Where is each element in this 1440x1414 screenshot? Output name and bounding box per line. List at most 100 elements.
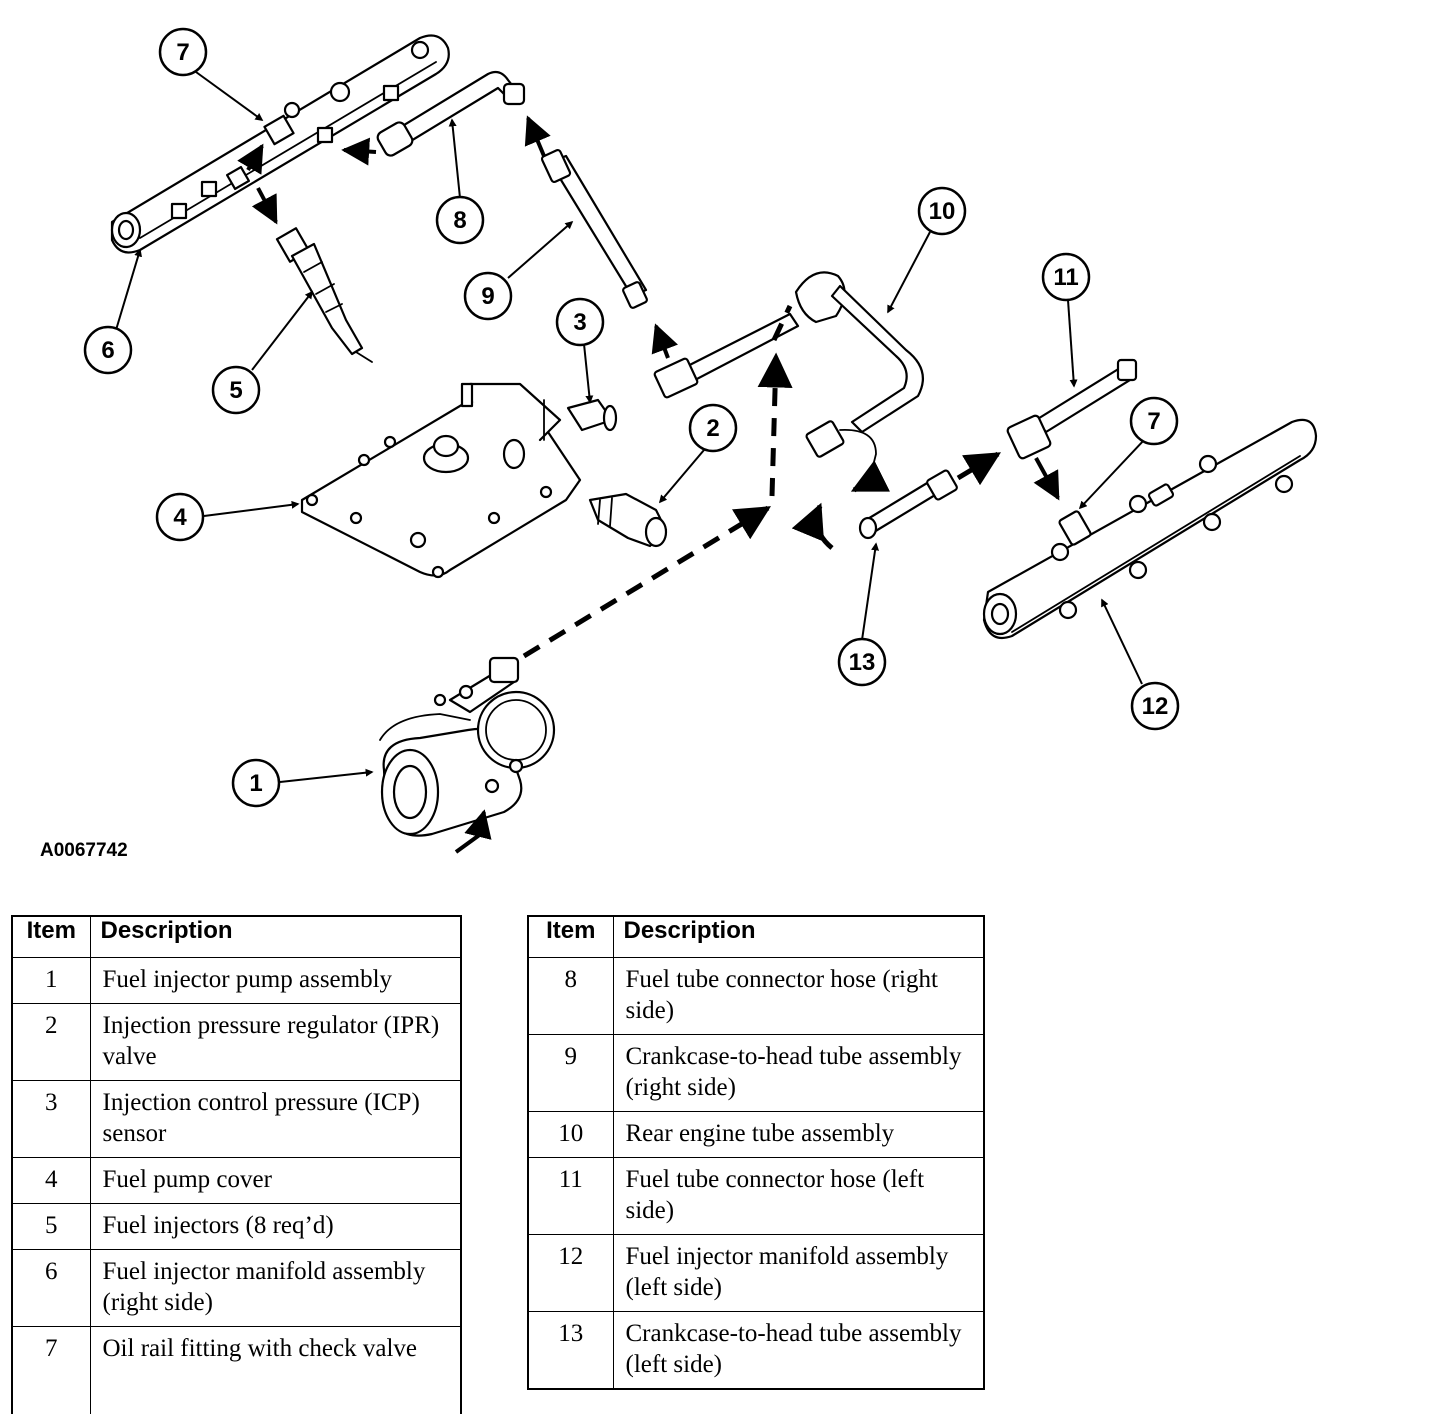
callout-circle [917, 186, 967, 236]
item-description: Fuel injectors (8 req’d) [89, 1203, 462, 1250]
crankcase-to-head-tube-left [858, 469, 958, 540]
item-description: Injection pressure regulator (IPR) valve [89, 1003, 462, 1081]
item-description: Rear engine tube assembly [612, 1111, 985, 1158]
callout-circle [211, 365, 261, 415]
item-description: Crankcase-to-head tube assembly (left si… [612, 1311, 985, 1390]
fuel-system-exploded-diagram: 7 8 10 9 6 5 3 2 11 7 4 13 12 1 [83, 27, 1318, 854]
callout-bubble: 1 [231, 758, 281, 808]
item-number: 12 [527, 1234, 614, 1312]
header-description: Description [89, 915, 462, 958]
item-number: 9 [527, 1034, 614, 1112]
item-description: Injection control pressure (ICP) sensor [89, 1080, 462, 1158]
item-number: 11 [527, 1157, 614, 1235]
callout-bubble: 9 [463, 271, 513, 321]
item-number: 3 [11, 1080, 91, 1158]
callout-circle [837, 637, 887, 687]
callout-number: 11 [1053, 264, 1078, 291]
callout-circle [463, 271, 513, 321]
rear-engine-tube [653, 271, 924, 471]
left-injector-manifold [982, 418, 1318, 640]
callout-number: 7 [1147, 408, 1160, 435]
item-number: 10 [527, 1111, 614, 1158]
callout-bubble: 3 [555, 297, 605, 347]
callout-bubble: 7 [158, 27, 208, 77]
callout-bubble: 11 [1041, 252, 1091, 302]
callout-circle [688, 403, 738, 453]
callout-circle [435, 195, 485, 245]
item-number: 4 [11, 1157, 91, 1204]
callout-number: 9 [481, 283, 494, 310]
callout-number: 7 [176, 39, 189, 66]
callout-number: 10 [929, 198, 956, 225]
fuel-pump-cover [300, 382, 582, 579]
callout-bubble: 8 [435, 195, 485, 245]
item-description: Fuel tube connector hose (right side) [612, 957, 985, 1035]
callout-number: 4 [173, 504, 187, 531]
callout-circle [231, 758, 281, 808]
fuel-tube-connector-hose-right [376, 70, 526, 157]
table-header-row: Item Description [527, 915, 985, 958]
callout-bubble: 4 [155, 492, 205, 542]
callout-circle [83, 325, 133, 375]
callout-number: 8 [453, 207, 466, 234]
item-description: Fuel pump cover [89, 1157, 462, 1204]
callout-circle [158, 27, 208, 77]
fuel-tube-connector-hose-left [1006, 358, 1138, 460]
ipr-valve [588, 492, 668, 548]
item-description: Fuel injector pump assembly [89, 957, 462, 1004]
figure-id: A0067742 [40, 840, 128, 861]
item-description: Crankcase-to-head tube assembly (right s… [612, 1034, 985, 1112]
header-item: Item [11, 915, 91, 958]
item-description: Oil rail fitting with check valve [89, 1326, 462, 1414]
callout-bubble: 6 [83, 325, 133, 375]
header-item: Item [527, 915, 614, 958]
callout-bubble: 10 [917, 186, 967, 236]
fuel-injector [275, 227, 373, 363]
callout-number: 6 [101, 337, 114, 364]
item-description: Fuel tube connector hose (left side) [612, 1157, 985, 1235]
callout-bubble: 2 [688, 403, 738, 453]
item-number: 2 [11, 1003, 91, 1081]
callout-circle [1129, 396, 1179, 446]
callout-number: 13 [849, 649, 876, 676]
callout-circle [1041, 252, 1091, 302]
table-header-row: Item Description [11, 915, 462, 958]
callout-bubble: 7 [1129, 396, 1179, 446]
callout-number: 3 [573, 309, 586, 336]
callout-number: 5 [229, 377, 242, 404]
callout-circle [155, 492, 205, 542]
callout-number: 1 [249, 770, 262, 797]
item-number: 6 [11, 1249, 91, 1327]
item-description: Fuel injector manifold assembly (left si… [612, 1234, 985, 1312]
callout-circle [1130, 681, 1180, 731]
item-number: 5 [11, 1203, 91, 1250]
item-number: 8 [527, 957, 614, 1035]
icp-sensor [543, 398, 618, 441]
callout-number: 2 [706, 415, 719, 442]
item-number: 13 [527, 1311, 614, 1390]
callout-bubble: 13 [837, 637, 887, 687]
callout-bubble: 12 [1130, 681, 1180, 731]
item-description: Fuel injector manifold assembly (right s… [89, 1249, 462, 1327]
header-description: Description [612, 915, 985, 958]
fuel-injector-pump [379, 656, 556, 837]
item-number: 7 [11, 1326, 91, 1414]
item-number: 1 [11, 957, 91, 1004]
callout-circle [555, 297, 605, 347]
